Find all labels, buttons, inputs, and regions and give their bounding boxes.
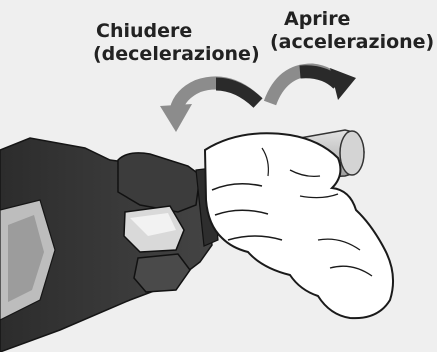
close-label-line2: (decelerazione)	[93, 43, 260, 66]
close-rotation-arrow-icon	[160, 83, 258, 132]
close-label-line1: Chiudere	[93, 20, 260, 43]
open-label-line2: (accelerazione)	[270, 31, 434, 54]
gloved-hand	[205, 133, 393, 318]
open-rotation-arrow-icon	[270, 68, 356, 103]
close-deceleration-label: Chiudere (decelerazione)	[93, 20, 260, 66]
open-label-line1: Aprire	[270, 8, 434, 31]
open-acceleration-label: Aprire (accelerazione)	[270, 8, 434, 54]
